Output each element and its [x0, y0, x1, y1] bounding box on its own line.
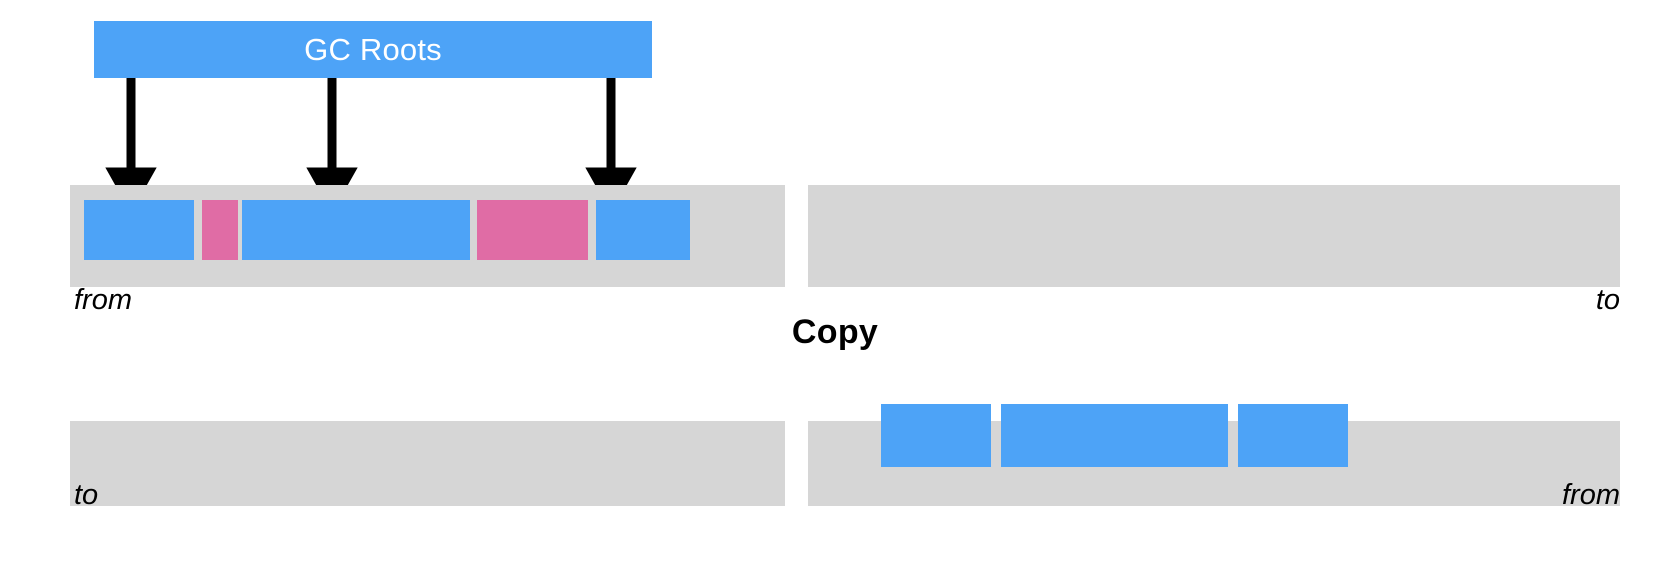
operation-label: Copy [791, 313, 879, 351]
to-space-after [70, 421, 785, 506]
live-object-2 [242, 200, 470, 260]
label-from-space-after: from [1562, 479, 1620, 511]
to-space-before [808, 185, 1620, 287]
live-object-3 [596, 200, 690, 260]
label-from-space-before: from [74, 284, 132, 316]
gc-roots-label: GC Roots [304, 32, 442, 67]
garbage-object-2 [477, 200, 588, 260]
label-to-space-before: to [1595, 284, 1620, 316]
gc-roots-box: GC Roots [94, 21, 652, 78]
label-to-space-after: to [74, 479, 99, 511]
live-object-1 [84, 200, 194, 260]
copied-object-2 [1001, 404, 1228, 467]
copied-object-3 [1238, 404, 1348, 467]
garbage-object-1 [202, 200, 238, 260]
copied-object-1 [881, 404, 991, 467]
